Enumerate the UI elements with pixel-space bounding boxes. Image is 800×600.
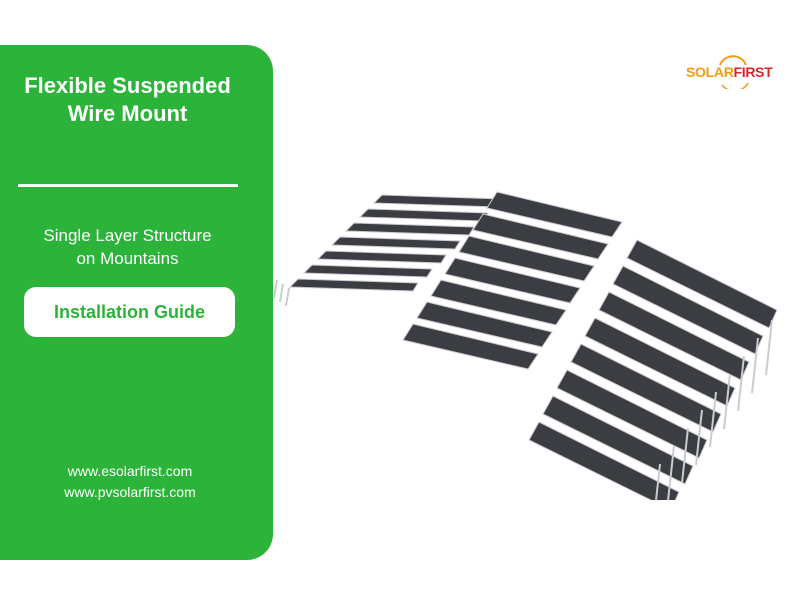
support-post	[737, 355, 745, 412]
subtitle-line-2: on Mountains	[76, 249, 179, 268]
support-post	[723, 373, 731, 430]
support-post	[695, 409, 703, 466]
website-link-esolarfirst[interactable]: www.esolarfirst.com	[67, 463, 193, 479]
title-line-1: Flexible Suspended	[24, 73, 231, 98]
support-post	[681, 427, 689, 484]
support-post	[279, 283, 284, 303]
solar-panel-row	[302, 264, 433, 278]
logo-first-text: FIRST	[733, 64, 773, 80]
solar-panel-row	[358, 208, 489, 222]
solar-panel-row	[402, 323, 539, 370]
solar-panel-row	[430, 279, 567, 326]
solar-panel-row	[612, 265, 764, 355]
solar-panel-row	[330, 236, 461, 250]
solar-panel-row	[472, 213, 609, 260]
solar-panel-row	[372, 194, 503, 208]
subtitle-line-1: Single Layer Structure	[43, 226, 212, 245]
solar-panel-row	[316, 250, 447, 264]
support-post	[709, 391, 717, 448]
solar-array-group	[273, 191, 778, 500]
title-line-2: Wire Mount	[67, 101, 188, 126]
page-title: Flexible Suspended Wire Mount	[0, 72, 255, 128]
logo-solar-text: SOLAR	[686, 64, 734, 80]
sun-arc-icon	[719, 55, 749, 89]
support-post	[285, 287, 290, 307]
solar-panel-row	[542, 395, 694, 485]
solar-panel-row	[344, 222, 475, 236]
solar-panel-row	[288, 278, 419, 292]
support-post	[765, 319, 773, 376]
solar-panel-row	[486, 191, 623, 238]
solar-array-icon	[273, 191, 778, 500]
title-divider	[18, 184, 238, 187]
solar-panel-row	[528, 421, 680, 500]
solarfirst-logo: SOLARFIRST	[686, 55, 776, 89]
website-list: www.esolarfirst.com www.pvsolarfirst.com	[0, 461, 260, 503]
solar-panel-row	[626, 239, 778, 329]
logo-text: SOLARFIRST	[686, 64, 773, 80]
solar-panel-row	[570, 343, 722, 433]
support-post	[273, 279, 278, 299]
solar-panel-row	[556, 369, 708, 459]
support-post	[751, 337, 759, 394]
page-subtitle: Single Layer Structure on Mountains	[0, 224, 255, 270]
support-post	[667, 445, 675, 500]
solar-panel-row	[416, 301, 553, 348]
support-post	[655, 463, 661, 500]
installation-guide-button[interactable]: Installation Guide	[24, 287, 235, 337]
solar-panel-row	[444, 257, 581, 304]
website-link-pvsolarfirst[interactable]: www.pvsolarfirst.com	[64, 484, 196, 500]
solar-panel-row	[458, 235, 595, 282]
